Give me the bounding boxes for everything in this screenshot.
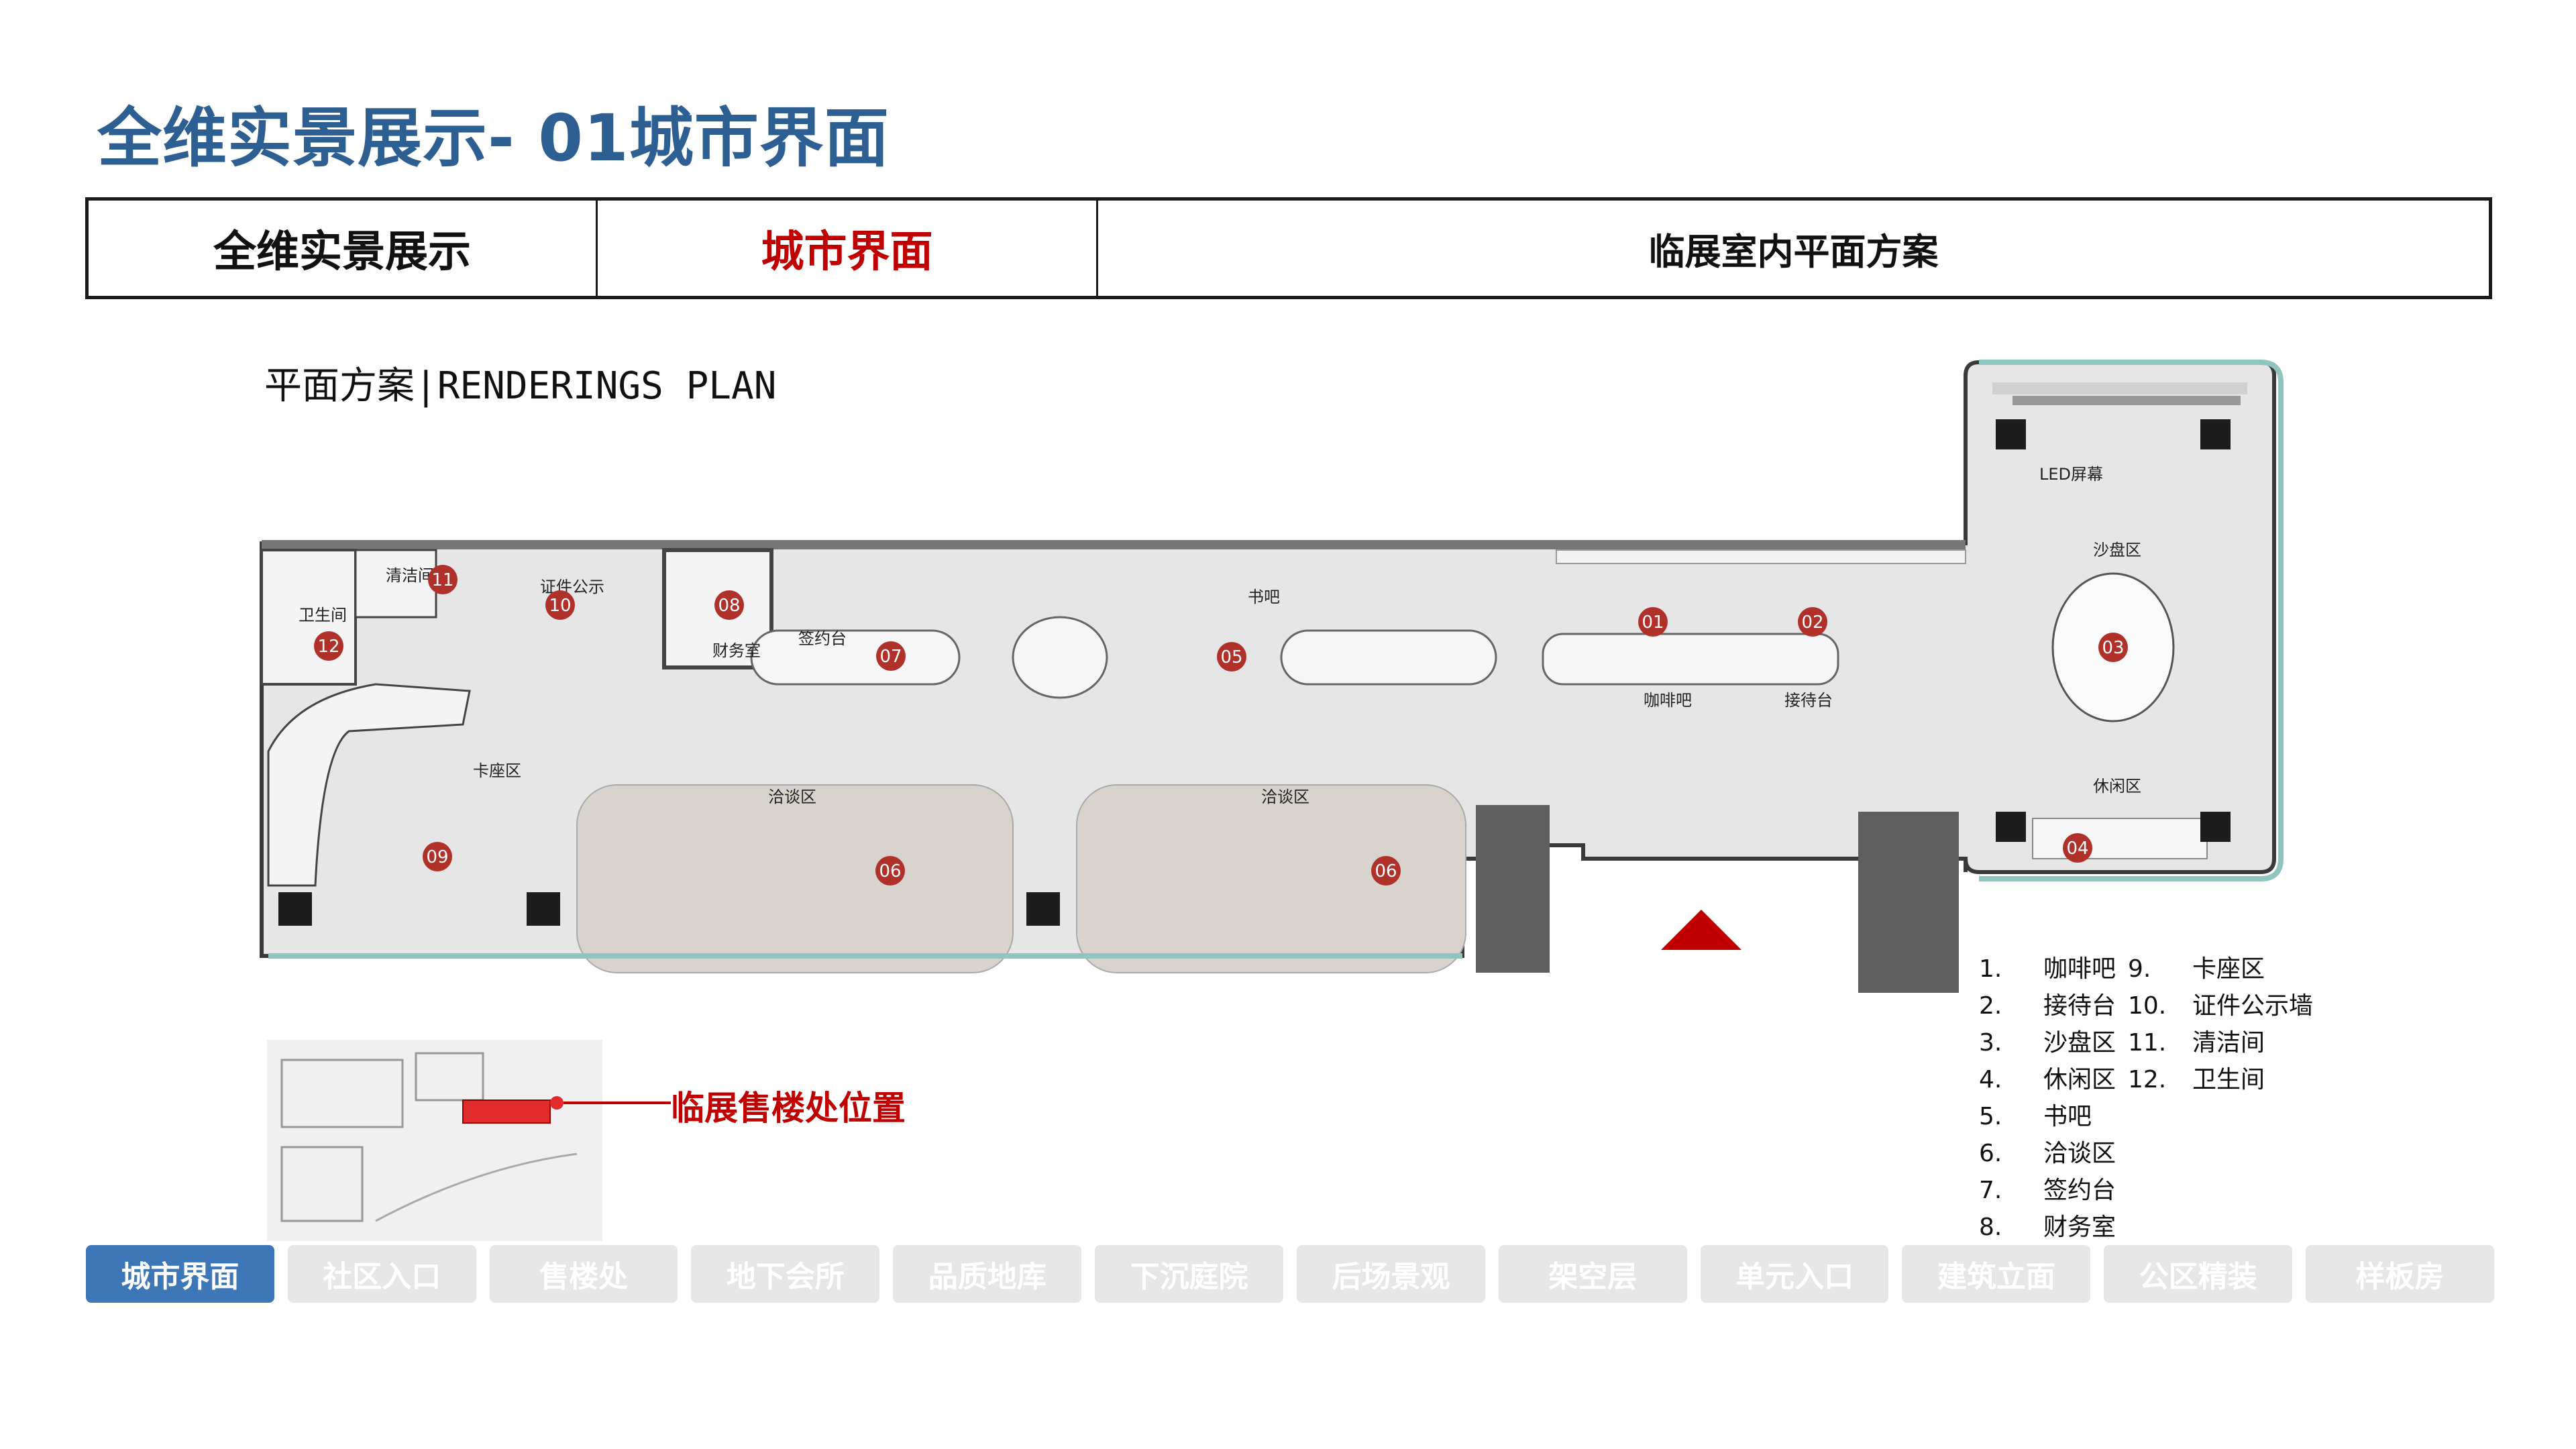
legend-label: 财务室	[2043, 1214, 2116, 1241]
legend-item: 6. 洽谈区	[1979, 1134, 2116, 1169]
legend-number: 6.	[1979, 1140, 2002, 1167]
label-cert-wall: 证件公示	[540, 578, 604, 596]
label-finance: 财务室	[712, 641, 761, 660]
label-negotiation-b: 洽谈区	[1261, 788, 1309, 806]
legend-label: 签约台	[2043, 1177, 2116, 1204]
marker-02: 02	[1798, 607, 1827, 637]
legend-number: 1.	[1979, 955, 2002, 983]
legend-label: 卡座区	[2192, 955, 2265, 983]
label-book-bar: 书吧	[1248, 588, 1280, 606]
nav-tab[interactable]: 架空层	[1498, 1245, 1687, 1303]
header-cell-section: 全维实景展示	[213, 227, 471, 277]
legend-label: 休闲区	[2043, 1066, 2116, 1093]
legend-item: 9. 卡座区	[2128, 949, 2265, 984]
svg-text:05: 05	[1220, 647, 1242, 667]
nav-tab[interactable]: 建筑立面	[1902, 1245, 2091, 1303]
label-restroom: 卫生间	[299, 606, 347, 625]
plan-title: 平面方案|RENDERINGS PLAN	[264, 364, 777, 408]
marker-06b: 06	[1371, 856, 1401, 885]
legend-item: 11. 清洁间	[2128, 1023, 2265, 1058]
entrance-arrow	[1661, 910, 1741, 950]
legend-item: 5. 书吧	[1979, 1097, 2092, 1132]
svg-text:07: 07	[879, 647, 902, 667]
legend-item: 1. 咖啡吧	[1979, 949, 2116, 984]
legend-number: 10.	[2128, 992, 2167, 1020]
label-cleaning: 清洁间	[386, 566, 434, 585]
location-label: 临展售楼处位置	[671, 1089, 906, 1128]
nav-tabs: 城市界面社区入口售楼处地下会所品质地库下沉庭院后场景观架空层单元入口建筑立面公区…	[86, 1245, 2494, 1303]
floor-plan: 卫生间 清洁间 证件公示 财务室 签约台 书吧 咖啡吧 接待台 LED屏幕 沙盘…	[260, 360, 2284, 1241]
legend-item: 2. 接待台	[1979, 986, 2116, 1021]
svg-text:10: 10	[549, 596, 571, 616]
legend-number: 4.	[1979, 1066, 2002, 1093]
nav-tab[interactable]: 售楼处	[489, 1245, 678, 1303]
svg-text:01: 01	[1642, 612, 1664, 633]
label-led: LED屏幕	[2039, 465, 2103, 484]
legend-number: 5.	[1979, 1103, 2002, 1130]
marker-12: 12	[314, 631, 343, 661]
svg-text:04: 04	[2066, 839, 2088, 859]
legend-number: 8.	[1979, 1214, 2002, 1241]
legend-number: 12.	[2128, 1066, 2167, 1093]
legend-label: 接待台	[2043, 992, 2116, 1020]
header-cell-current: 城市界面	[596, 201, 1096, 296]
legend-number: 7.	[1979, 1177, 2002, 1204]
nav-tab[interactable]: 后场景观	[1296, 1245, 1485, 1303]
label-negotiation-a: 洽谈区	[768, 788, 816, 806]
location-map	[267, 1040, 671, 1241]
nav-tab[interactable]: 公区精装	[2104, 1245, 2293, 1303]
legend-item: 4. 休闲区	[1979, 1060, 2116, 1095]
nav-tab[interactable]: 下沉庭院	[1095, 1245, 1283, 1303]
legend-item: 10. 证件公示墙	[2128, 986, 2313, 1021]
header-table: 全维实景展示 城市界面 临展室内平面方案	[85, 197, 2492, 299]
label-sand-table: 沙盘区	[2093, 541, 2141, 559]
nav-tab[interactable]: 样板房	[2306, 1245, 2494, 1303]
nav-tab[interactable]: 城市界面	[86, 1245, 274, 1303]
svg-text:03: 03	[2102, 638, 2124, 658]
page-title: 全维实景展示- 01城市界面	[97, 101, 890, 176]
marker-01: 01	[1638, 607, 1668, 637]
legend-label: 洽谈区	[2043, 1140, 2116, 1167]
marker-06a: 06	[875, 856, 905, 885]
marker-07: 07	[876, 641, 906, 671]
legend-item: 12. 卫生间	[2128, 1060, 2265, 1095]
label-leisure: 休闲区	[2093, 777, 2141, 796]
label-booth: 卡座区	[473, 761, 521, 780]
svg-text:02: 02	[1801, 612, 1823, 633]
marker-10: 10	[545, 590, 575, 620]
marker-03: 03	[2098, 633, 2128, 662]
legend-label: 沙盘区	[2043, 1029, 2116, 1057]
svg-text:08: 08	[718, 596, 740, 616]
marker-08: 08	[714, 590, 744, 620]
label-signing: 签约台	[798, 629, 847, 648]
marker-04: 04	[2063, 833, 2092, 863]
nav-tab[interactable]: 社区入口	[287, 1245, 476, 1303]
nav-tab[interactable]: 地下会所	[691, 1245, 880, 1303]
label-cafe: 咖啡吧	[1644, 691, 1692, 710]
legend-number: 9.	[2128, 955, 2151, 983]
legend-item: 7. 签约台	[1979, 1171, 2116, 1205]
legend-label: 清洁间	[2192, 1029, 2265, 1057]
legend-label: 书吧	[2043, 1103, 2092, 1130]
svg-text:12: 12	[317, 637, 339, 657]
label-reception: 接待台	[1784, 691, 1833, 710]
legend-item: 3. 沙盘区	[1979, 1023, 2116, 1058]
marker-09: 09	[423, 842, 452, 871]
legend-label: 咖啡吧	[2043, 955, 2116, 983]
legend-item: 8. 财务室	[1979, 1208, 2116, 1242]
nav-tab[interactable]: 品质地库	[893, 1245, 1082, 1303]
marker-05: 05	[1217, 642, 1246, 672]
svg-text:06: 06	[1375, 861, 1397, 881]
svg-text:09: 09	[426, 847, 448, 867]
legend-number: 2.	[1979, 992, 2002, 1020]
header-cell-subtitle: 临展室内平面方案	[1096, 201, 2489, 296]
svg-text:06: 06	[879, 861, 901, 881]
svg-text:11: 11	[431, 570, 453, 590]
legend-label: 证件公示墙	[2192, 992, 2314, 1020]
legend-number: 11.	[2128, 1029, 2167, 1057]
legend-number: 3.	[1979, 1029, 2002, 1057]
legend-label: 卫生间	[2192, 1066, 2265, 1093]
nav-tab[interactable]: 单元入口	[1700, 1245, 1889, 1303]
marker-11: 11	[428, 565, 458, 594]
